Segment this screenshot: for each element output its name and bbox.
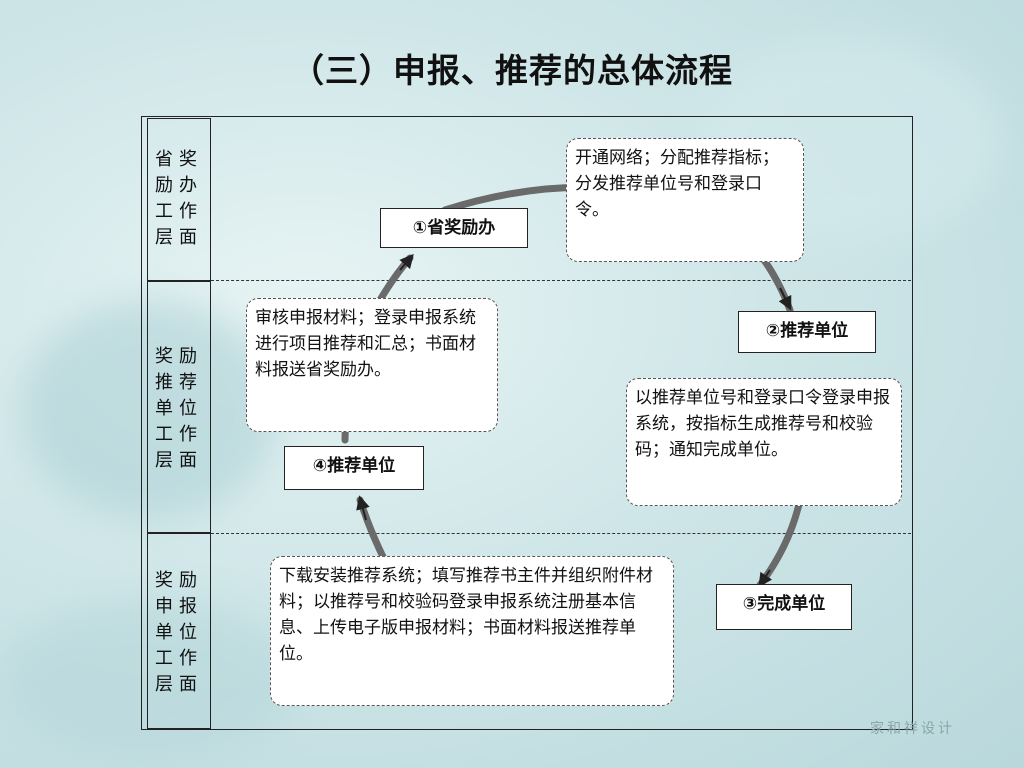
diagram-frame	[141, 116, 913, 730]
node-provincial-office: ①省奖励办	[380, 208, 528, 248]
level-label-3: 奖励申报单位工作层面	[155, 570, 203, 695]
note-recommending-unit-2: 以推荐单位号和登录口令登录申报系统，按指标生成推荐号和校验码；通知完成单位。	[626, 378, 902, 506]
note-completing-unit: 下载安装推荐系统；填写推荐书主件并组织附件材料；以推荐号和校验码登录申报系统注册…	[270, 556, 674, 706]
background-blob	[20, 300, 280, 520]
note-recommending-unit-4: 审核申报材料；登录申报系统进行项目推荐和汇总；书面材料报送省奖励办。	[246, 298, 498, 432]
flow-arc-3-to-4-tip	[356, 495, 370, 521]
flow-arc-1-to-2-tip	[778, 287, 792, 311]
watermark: 家和祥设计	[870, 721, 955, 737]
level-label-box-3: 奖励申报单位工作层面	[147, 533, 211, 729]
level-label-1: 省奖励办工作层面	[155, 149, 203, 248]
flow-arc-2-to-3-tip	[758, 569, 773, 588]
node-recommending-unit-4: ④推荐单位	[284, 446, 424, 490]
flow-arc-2-to-3	[756, 496, 804, 589]
node-recommending-unit-2: ②推荐单位	[738, 311, 876, 353]
note-provincial-office: 开通网络；分配推荐指标；分发推荐单位号和登录口令。	[566, 138, 804, 262]
level-label-2: 奖励推荐单位工作层面	[155, 346, 203, 471]
level-divider-1	[211, 280, 911, 281]
level-label-box-1: 省奖励办工作层面	[147, 118, 211, 281]
level-label-box-2: 奖励推荐单位工作层面	[147, 281, 211, 533]
node-completing-unit: ③完成单位	[716, 584, 852, 630]
flow-arc-4-to-1-tip	[399, 253, 414, 271]
level-divider-2	[211, 533, 911, 534]
background-blob	[0, 600, 300, 760]
page-title: （三）申报、推荐的总体流程	[291, 51, 733, 90]
